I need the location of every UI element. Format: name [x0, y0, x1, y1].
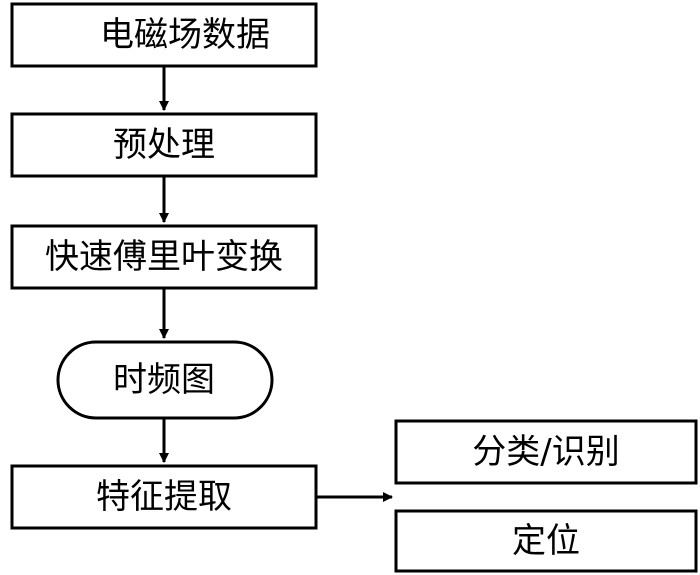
node-preprocess: 预处理 — [10, 112, 318, 178]
node-fft-box — [10, 224, 318, 290]
node-spectrogram: 时频图 — [56, 340, 274, 420]
node-spectrogram-shape — [56, 340, 274, 420]
node-fft-label: 快速傅里叶变换 — [45, 237, 283, 277]
node-em-data: 电磁场数据 — [10, 2, 318, 68]
node-preprocess-box — [10, 112, 318, 178]
node-em-data-box — [10, 2, 318, 68]
node-locate-box — [394, 509, 698, 573]
node-feature: 特征提取 — [10, 464, 318, 530]
node-em-data-label: 电磁场数据 — [100, 15, 270, 55]
node-classify: 分类/识别 — [394, 419, 698, 485]
node-feature-label: 特征提取 — [96, 477, 232, 517]
edges — [159, 66, 393, 502]
node-locate-label: 定位 — [512, 521, 580, 561]
node-classify-box — [394, 419, 698, 485]
node-classify-label: 分类/识别 — [472, 432, 619, 472]
node-feature-box — [10, 464, 318, 530]
node-spectrogram-label: 时频图 — [113, 360, 215, 400]
node-preprocess-label: 预处理 — [113, 125, 215, 165]
node-locate: 定位 — [394, 509, 698, 573]
node-fft: 快速傅里叶变换 — [10, 224, 318, 290]
